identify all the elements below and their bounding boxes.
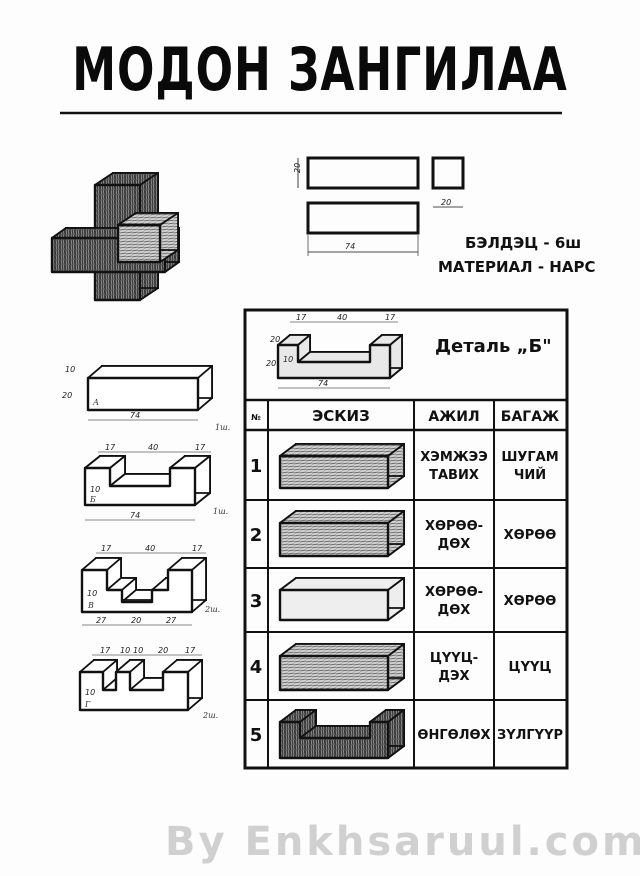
dim: 10: [133, 646, 143, 655]
row-tool-line: ЗҮЛГҮҮР: [497, 728, 563, 743]
operation-sketch: [278, 577, 405, 622]
dim-b: 40: [337, 313, 347, 322]
part-letter: Г: [84, 700, 91, 709]
dim: 10: [85, 688, 95, 697]
part-letter: А: [92, 398, 99, 407]
watermark: By Enkhsaruul.com: [165, 819, 640, 865]
blank-orthographic-views: 20 20 74: [293, 156, 465, 256]
part-letter: Б: [89, 495, 96, 504]
wooden-puzzle-illustration: [50, 172, 180, 302]
row-tool-line: ХӨРӨӨ: [504, 594, 557, 609]
dim-width: 20: [441, 198, 451, 207]
part-letter: В: [87, 601, 94, 610]
row-number: 1: [250, 456, 263, 477]
dim: 17: [100, 646, 111, 655]
row-tool: ХӨРӨӨ: [504, 528, 557, 543]
row-job-line: ХӨРӨӨ-: [425, 519, 483, 534]
dim: 74: [130, 411, 140, 420]
dim-c: 17: [385, 313, 396, 322]
row-job-line: ДӨХ: [438, 537, 471, 552]
operation-sketch: [278, 510, 405, 558]
row-tool: ЗҮЛГҮҮР: [497, 728, 563, 743]
row-number: 4: [250, 657, 263, 678]
header-num: №: [251, 413, 261, 422]
row-job: ХЭМЖЭЭ ТАВИХ: [420, 450, 488, 483]
dim: 17: [192, 544, 203, 553]
part-qty: 1ш.: [213, 507, 228, 516]
row-job-line: ХӨРӨӨ-: [425, 585, 483, 600]
header-sketch: ЭСКИЗ: [312, 407, 370, 425]
row-job: ХӨРӨӨ- ДӨХ: [425, 519, 483, 552]
dim-h2: 20: [266, 359, 276, 368]
operations-table: [243, 308, 569, 770]
dim-length: 74: [318, 379, 328, 388]
row-job-line: ХЭМЖЭЭ: [420, 450, 488, 465]
page-title: МОДОН ЗАНГИЛАА: [72, 35, 568, 104]
part-g-drawing: 17 10 10 20 17 10 Г 2ш.: [78, 646, 218, 720]
dim: 20: [158, 646, 168, 655]
table-row: 2 ХӨРӨӨ- ДӨХ ХӨРӨӨ: [250, 510, 557, 558]
dim: 17: [101, 544, 112, 553]
dim-a: 17: [296, 313, 307, 322]
row-number: 2: [250, 525, 263, 546]
dim: 40: [148, 443, 158, 452]
dim: 17: [185, 646, 196, 655]
part-a-drawing: 10 20 74 А 1ш.: [62, 365, 230, 432]
dim: 40: [145, 544, 155, 553]
material-label: МАТЕРИАЛ - НАРС: [438, 258, 595, 276]
row-job-line: ӨНГӨЛӨХ: [417, 728, 490, 743]
dim: 74: [130, 511, 140, 520]
dim-notch: 10: [283, 355, 293, 364]
row-number: 5: [250, 725, 263, 746]
dim: 17: [105, 443, 116, 452]
dim: 17: [195, 443, 206, 452]
row-tool-line: ЦҮҮЦ: [509, 660, 552, 675]
header-job: АЖИЛ: [428, 409, 479, 425]
blank-count-label: БЭЛДЭЦ - 6ш: [465, 234, 581, 252]
part-qty: 1ш.: [215, 423, 230, 432]
header-tool: БАГАЖ: [501, 409, 559, 425]
part-v-drawing: 17 40 17 10 27 20 27 В 2ш.: [80, 544, 220, 626]
row-job-line: ТАВИХ: [429, 468, 479, 483]
part-qty: 2ш.: [204, 605, 220, 614]
dim-height: 20: [293, 163, 302, 173]
row-number: 3: [250, 591, 263, 612]
row-tool-line: ШУГАМ: [501, 450, 558, 465]
row-tool: ШУГАМ ЧИЙ: [501, 450, 558, 483]
row-job: ӨНГӨЛӨХ: [417, 728, 490, 743]
operation-sketch: [278, 443, 405, 490]
row-job-line: ДӨХ: [438, 603, 471, 618]
table-row: 1 ХЭМЖЭЭ ТАВИХ ШУГАМ ЧИЙ: [250, 443, 559, 490]
row-tool: ЦҮҮЦ: [509, 660, 552, 675]
part-qty: 2ш.: [202, 711, 218, 720]
row-tool: ХӨРӨӨ: [504, 594, 557, 609]
row-job-line: ДЭХ: [438, 669, 469, 684]
row-job: ХӨРӨӨ- ДӨХ: [425, 585, 483, 618]
table-row: 5 ӨНГӨЛӨХ ЗҮЛГҮҮР: [250, 709, 563, 760]
operation-sketch: [278, 643, 405, 692]
dim: 10: [87, 589, 97, 598]
dim: 20: [131, 616, 141, 625]
dim: 10: [90, 485, 100, 494]
detail-title: Деталь „Б": [435, 336, 552, 357]
dim: 10: [65, 365, 75, 374]
dim: 20: [62, 391, 72, 400]
row-tool-line: ХӨРӨӨ: [504, 528, 557, 543]
table-row: 4 ЦҮҮЦ- ДЭХ ЦҮҮЦ: [250, 643, 552, 692]
table-row: 3 ХӨРӨӨ- ДӨХ ХӨРӨӨ: [250, 577, 557, 622]
dim: 27: [166, 616, 177, 625]
row-job-line: ЦҮҮЦ-: [430, 651, 478, 666]
row-job: ЦҮҮЦ- ДЭХ: [430, 651, 478, 684]
dim-length: 74: [345, 242, 355, 251]
detail-b-drawing: 17 40 17 20 20 10 74: [266, 313, 403, 389]
row-tool-line: ЧИЙ: [514, 467, 546, 483]
part-b-drawing: 17 40 17 10 74 Б 1ш.: [83, 443, 228, 521]
dim-h1: 20: [270, 335, 280, 344]
operation-sketch: [278, 709, 405, 760]
dim: 27: [96, 616, 107, 625]
dim: 10: [120, 646, 130, 655]
